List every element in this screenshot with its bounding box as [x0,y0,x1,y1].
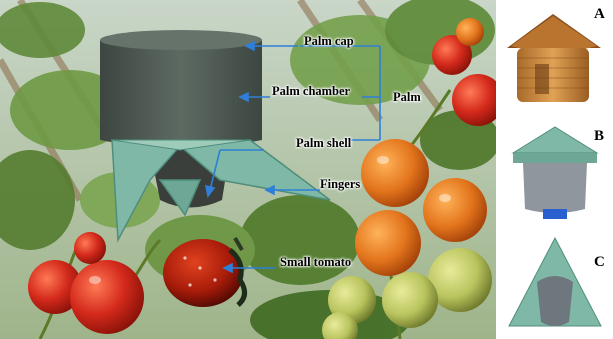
palm-cap-shape [100,34,262,148]
label-fingers: Fingers [320,177,360,192]
panel-letter-a: A [594,6,605,23]
label-small-tomato: Small tomato [280,255,351,270]
gripper-scene [0,0,496,339]
panel-letter-c: C [594,254,605,271]
label-palm-chamber: Palm chamber [272,84,350,99]
panel-c-bottom-view [497,226,613,339]
label-palm: Palm [393,90,421,105]
panel-letter-b: B [594,128,604,145]
label-palm-cap: Palm cap [304,34,354,49]
label-palm-shell: Palm shell [296,136,351,151]
side-panel: A B C [497,0,613,339]
main-photo: Palm cap Palm chamber Palm Palm shell Fi… [0,0,496,339]
